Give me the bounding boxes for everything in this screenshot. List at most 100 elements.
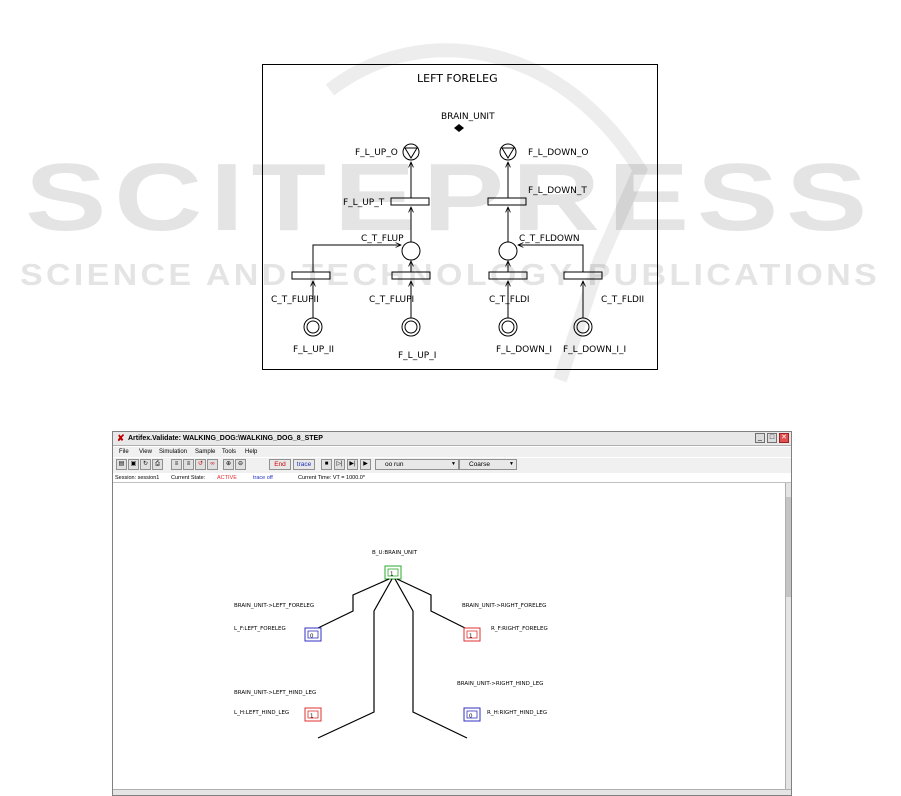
menu-help[interactable]: Help (245, 449, 258, 455)
run-to-icon[interactable]: ▶| (347, 459, 358, 470)
vertical-scroll-thumb[interactable] (786, 497, 791, 597)
reset-icon[interactable]: ↺ (195, 459, 206, 470)
f-l-up-i-label: F_L_UP_I (398, 351, 436, 361)
chevron-down-icon: ▼ (451, 461, 456, 467)
left-foreleg-token: 0 (310, 634, 314, 640)
figure-title: LEFT FORELEG (417, 72, 498, 85)
f-l-up-o-place (402, 143, 420, 161)
app-window: ✘ Artifex.Validate: WALKING_DOG:\WALKING… (112, 431, 792, 796)
refresh-icon[interactable]: ↻ (140, 459, 151, 470)
c-t-fldii-transition (563, 271, 603, 280)
arc-fldii-to-fldown (518, 245, 584, 272)
window-title: Artifex.Validate: WALKING_DOG:\WALKING_D… (128, 435, 323, 442)
open-icon[interactable]: ▤ (116, 459, 127, 470)
root-token: 1 (390, 572, 394, 578)
brain-unit-marker (454, 124, 464, 132)
left-hind-leg-node[interactable]: 1 (304, 707, 322, 722)
run-mode-value: oo run (385, 461, 404, 468)
status-line: Session: session1 Current State: ACTIVE … (113, 474, 791, 483)
f-l-down-i-place (498, 317, 518, 337)
right-foreleg-token: 1 (469, 634, 473, 640)
right-hind-leg-label: R_H:RIGHT_HIND_LEG (487, 710, 547, 716)
root-node-label: B_U:BRAIN_UNIT (372, 550, 418, 556)
app-logo-icon: ✘ (117, 433, 125, 443)
link-line-right-hind-leg (394, 578, 468, 739)
f-l-up-t-transition (390, 197, 430, 206)
stop-icon[interactable]: ■ (321, 459, 332, 470)
f-l-up-ii-label: F_L_UP_II (293, 345, 334, 355)
simulation-canvas[interactable]: B_U:BRAIN_UNIT 1 BRAIN_UNIT->LEFT_FORELE… (113, 483, 785, 789)
trace-status: trace off (253, 475, 273, 481)
brain-unit-label: BRAIN_UNIT (441, 112, 495, 122)
link-line-right-foreleg (396, 578, 466, 629)
menu-tools[interactable]: Tools (222, 449, 237, 455)
c-t-fldi-label: C_T_FLDI (489, 295, 530, 305)
link-label-left-foreleg: BRAIN_UNIT->LEFT_FORELEG (234, 603, 314, 609)
state-value: ACTIVE (217, 475, 237, 481)
window-titlebar[interactable]: ✘ Artifex.Validate: WALKING_DOG:\WALKING… (113, 432, 791, 446)
right-foreleg-label: R_F:RIGHT_FORELEG (491, 626, 548, 632)
toolbar: ▤ ▣ ↻ ⎙ ≡ ≡ ↺ ∞ ⊕ ⊖ End trace ■ ▷| ▶| ▶ … (113, 458, 791, 473)
state-label: Current State: (171, 475, 206, 481)
save-icon[interactable]: ▣ (128, 459, 139, 470)
c-t-flupii-label: C_T_FLUPII (271, 295, 319, 305)
hierarchy-diagram: B_U:BRAIN_UNIT 1 BRAIN_UNIT->LEFT_FORELE… (234, 550, 548, 739)
f-l-down-i-label: F_L_DOWN_I (496, 345, 552, 355)
left-foreleg-label: L_F:LEFT_FORELEG (234, 626, 286, 632)
c-t-flupi-label: C_T_FLUPI (369, 295, 414, 305)
maximize-icon[interactable]: □ (767, 433, 777, 443)
menu-bar: File View Simulation Sample Tools Help (113, 447, 791, 457)
c-t-fldii-label: C_T_FLDII (601, 295, 644, 305)
session-text: Session: session1 (115, 475, 160, 481)
root-node[interactable]: 1 (384, 565, 402, 580)
c-t-fldi-transition (488, 271, 528, 280)
current-time: Current Time: VT = 1000.0* (298, 475, 366, 481)
f-l-down-t-transition (487, 197, 527, 206)
petri-net-diagram: LEFT FORELEG BRAIN_UNIT F_L_UP_O F_L_DOW… (271, 72, 644, 361)
right-foreleg-node[interactable]: 1 (463, 627, 481, 642)
c-t-flup-place (401, 241, 421, 261)
zoom-out-icon[interactable]: ⊖ (235, 459, 246, 470)
menu-view[interactable]: View (139, 449, 152, 455)
f-l-up-o-label: F_L_UP_O (355, 148, 398, 158)
f-l-down-t-label: F_L_DOWN_T (528, 186, 587, 196)
c-t-flupii-transition (291, 271, 331, 280)
menu-file[interactable]: File (119, 449, 129, 455)
close-icon[interactable]: ✕ (779, 433, 789, 443)
arc-flupii-to-flup (312, 245, 401, 272)
link-label-right-hind-leg: BRAIN_UNIT->RIGHT_HIND_LEG (457, 681, 543, 687)
step-icon[interactable]: ▷| (334, 459, 345, 470)
c-t-flup-label: C_T_FLUP (361, 234, 404, 244)
menu-simulation[interactable]: Simulation (159, 449, 188, 455)
f-l-up-ii-place (303, 317, 323, 337)
link-label-right-foreleg: BRAIN_UNIT->RIGHT_FORELEG (462, 603, 546, 609)
link-line-left-foreleg (317, 578, 390, 629)
right-hind-leg-node[interactable]: 0 (463, 707, 481, 722)
minimize-icon[interactable]: _ (755, 433, 765, 443)
cycle-icon[interactable]: ∞ (207, 459, 218, 470)
c-t-fldown-place (498, 241, 518, 261)
left-hind-leg-token: 1 (310, 714, 314, 720)
right-hind-leg-token: 0 (469, 714, 473, 720)
f-l-up-t-label: F_L_UP_T (343, 198, 385, 208)
menu-sample[interactable]: Sample (195, 449, 216, 455)
print-icon[interactable]: ⎙ (152, 459, 163, 470)
zoom-in-icon[interactable]: ⊕ (223, 459, 234, 470)
run-mode-select[interactable]: oo run ▼ (375, 459, 459, 470)
left-hind-leg-label: L_H:LEFT_HIND_LEG (234, 710, 289, 716)
end-button[interactable]: End (269, 459, 291, 470)
vertical-scrollbar[interactable] (785, 483, 791, 789)
chevron-down-icon: ▼ (509, 461, 514, 467)
f-l-up-i-place (401, 317, 421, 337)
c-t-fldown-label: C_T_FLDOWN (519, 234, 580, 244)
play-icon[interactable]: ▶ (360, 459, 371, 470)
step-forward-icon[interactable]: ≡ (183, 459, 194, 470)
granularity-select[interactable]: Coarse▼ (459, 459, 517, 470)
link-line-left-hind-leg (317, 578, 393, 739)
horizontal-scrollbar[interactable] (113, 789, 791, 795)
trace-button[interactable]: trace (293, 459, 315, 470)
c-t-flupi-transition (391, 271, 431, 280)
left-foreleg-node[interactable]: 0 (304, 627, 322, 642)
step-back-icon[interactable]: ≡ (171, 459, 182, 470)
f-l-down-o-place (499, 143, 517, 161)
